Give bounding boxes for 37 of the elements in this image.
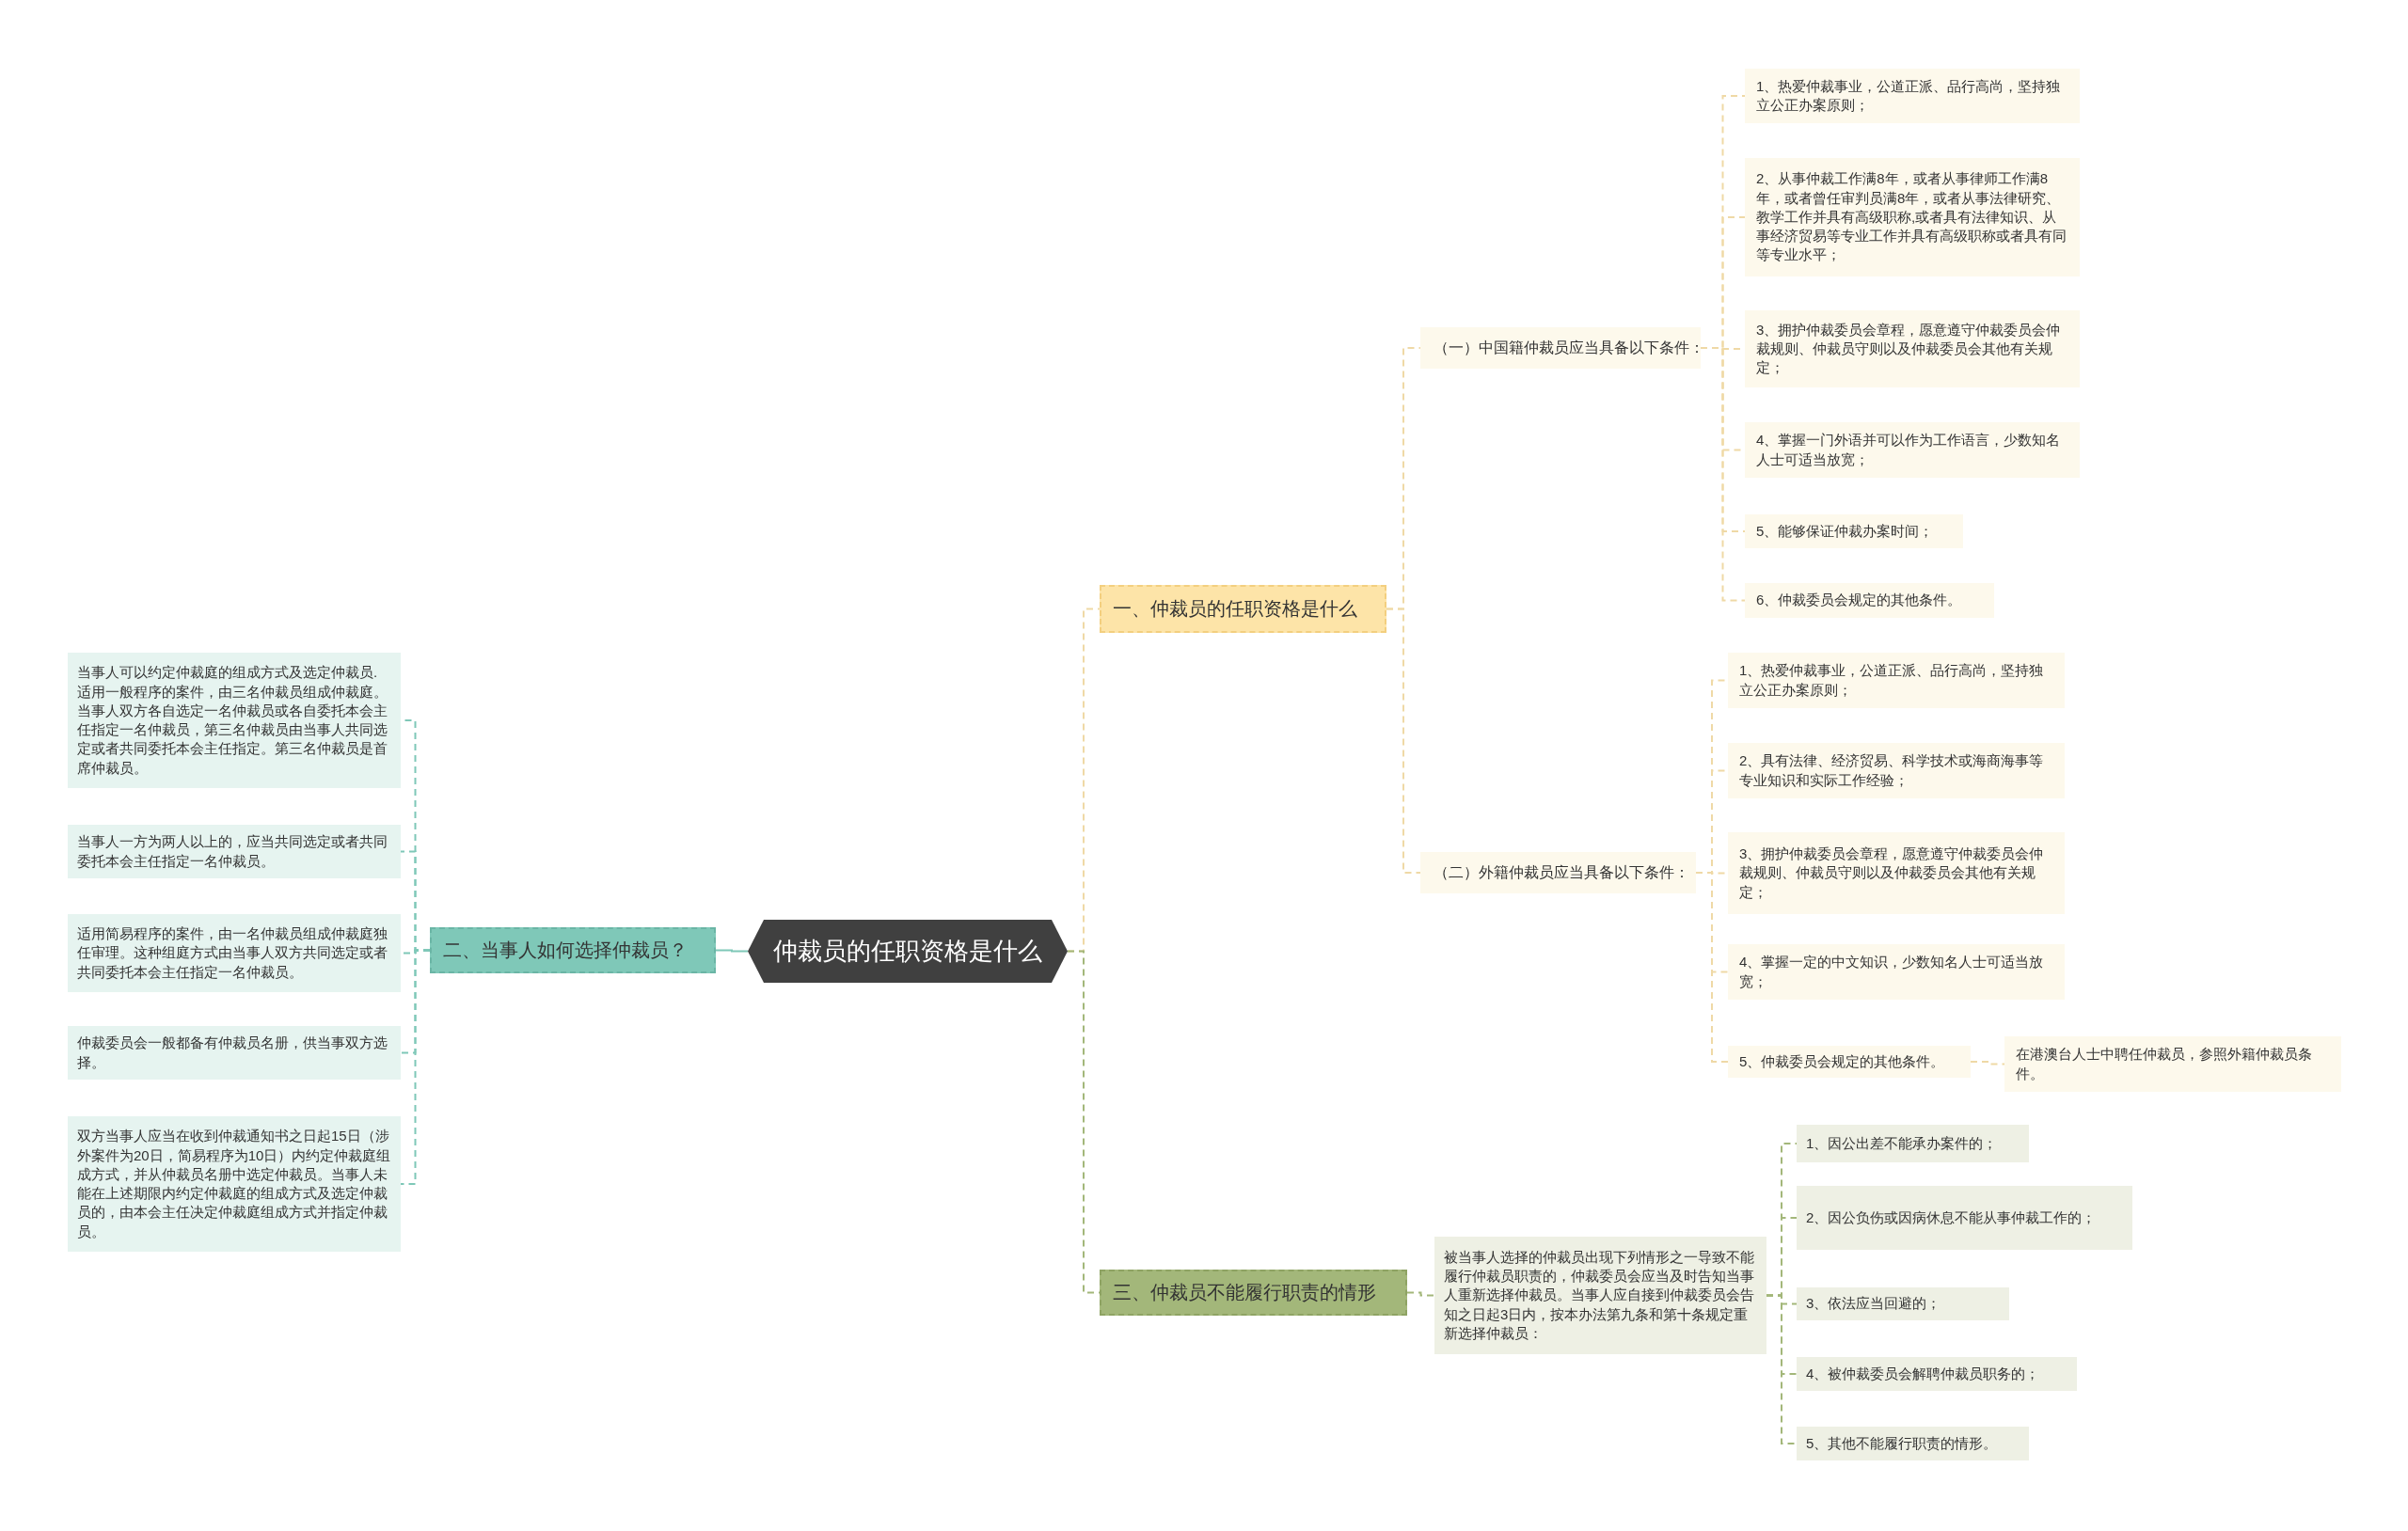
detail-note: 3、依法应当回避的； — [1797, 1287, 2009, 1320]
detail-note: 6、仲裁委员会规定的其他条件。 — [1745, 583, 1994, 618]
connector-line — [1386, 608, 1421, 874]
connector-line — [1695, 872, 1729, 1063]
detail-note: 当事人一方为两人以上的，应当共同选定或者共同委托本会主任指定一名仲裁员。 — [68, 825, 401, 878]
connector-line — [715, 949, 749, 953]
main-topic: 二、当事人如何选择仲裁员？ — [430, 927, 716, 973]
detail-note: 3、拥护仲裁委员会章程，愿意遵守仲裁委员会仲裁规则、仲裁员守则以及仲裁委员会其他有关规定； — [1745, 310, 2080, 387]
central-topic: 仲裁员的任职资格是什么 — [748, 920, 1068, 983]
main-topic: 三、仲裁员不能履行职责的情形 — [1100, 1270, 1407, 1316]
subtopic: （二）外籍仲裁员应当具备以下条件： — [1420, 852, 1696, 893]
detail-note: 4、被仲裁委员会解聘仲裁员职务的； — [1797, 1357, 2077, 1391]
connector-line — [1766, 1294, 1798, 1444]
detail-note: 2、因公负伤或因病休息不能从事仲裁工作的； — [1797, 1186, 2132, 1250]
main-topic: 一、仲裁员的任职资格是什么 — [1100, 585, 1386, 633]
connector-line — [400, 949, 431, 1185]
detail-note: 5、仲裁委员会规定的其他条件。 — [1728, 1046, 1971, 1078]
detail-note: 2、从事仲裁工作满8年，或者从事律师工作满8年，或者曾任审判员满8年，或者从事法律研究、教学工作并具有高级职称,或者具有法律知识、从事经济贸易等专业工作并具有高级职称或者具有同等专业水平； — [1745, 158, 2080, 276]
detail-note: 1、因公出差不能承办案件的； — [1797, 1125, 2029, 1162]
connector-line — [1970, 1061, 2005, 1065]
detail-note: 4、掌握一门外语并可以作为工作语言，少数知名人士可适当放宽； — [1745, 422, 2080, 478]
detail-note: 仲裁委员会一般都备有仲裁员名册，供当事双方选择。 — [68, 1026, 401, 1080]
connector-line — [1700, 347, 1746, 602]
detail-note: 1、热爱仲裁事业，公道正派、品行高尚，坚持独立公正办案原则； — [1745, 69, 2080, 123]
detail-note: 2、具有法律、经济贸易、科学技术或海商海事等专业知识和实际工作经验； — [1728, 743, 2065, 798]
connector-line — [1406, 1291, 1435, 1297]
detail-note: 4、掌握一定的中文知识，少数知名人士可适当放宽； — [1728, 944, 2065, 1000]
detail-note: 被当事人选择的仲裁员出现下列情形之一导致不能履行仲裁员职责的，仲裁委员会应当及时告知当事人重新选择仲裁员。当事人应自接到仲裁委员会告知之日起3日内，按本办法第九条和第十条规定重新选择仲裁员： — [1434, 1237, 1766, 1354]
detail-note: 1、热爱仲裁事业，公道正派、品行高尚，坚持独立公正办案原则； — [1728, 653, 2065, 708]
detail-note: 双方当事人应当在收到仲裁通知书之日起15日（涉外案件为20日，简易程序为10日）内约定仲裁庭组成方式，并从仲裁员名册中选定仲裁员。当事人未能在上述期限内约定仲裁庭的组成方式及选定仲裁员的，由本会主任决定仲裁庭组成方式并指定仲裁员。 — [68, 1116, 401, 1252]
detail-note: 5、其他不能履行职责的情形。 — [1797, 1427, 2029, 1460]
detail-note: 5、能够保证仲裁办案时间； — [1745, 514, 1963, 548]
detail-note: 当事人可以约定仲裁庭的组成方式及选定仲裁员.适用一般程序的案件，由三名仲裁员组成仲裁庭。当事人双方各自选定一名仲裁员或各自委托本会主任指定一名仲裁员，第三名仲裁员由当事人共同选定或者共同委托本会主任指定。第三名仲裁员是首席仲裁员。 — [68, 653, 401, 788]
detail-note: 在港澳台人士中聘任仲裁员，参照外籍仲裁员条件。 — [2004, 1036, 2341, 1092]
detail-note: 适用简易程序的案件，由一名仲裁员组成仲裁庭独任审理。这种组庭方式由当事人双方共同选定或者共同委托本会主任指定一名仲裁员。 — [68, 914, 401, 992]
detail-note: 3、拥护仲裁委员会章程，愿意遵守仲裁委员会仲裁规则、仲裁员守则以及仲裁委员会其他有关规定； — [1728, 832, 2065, 914]
subtopic: （一）中国籍仲裁员应当具备以下条件： — [1420, 327, 1701, 369]
